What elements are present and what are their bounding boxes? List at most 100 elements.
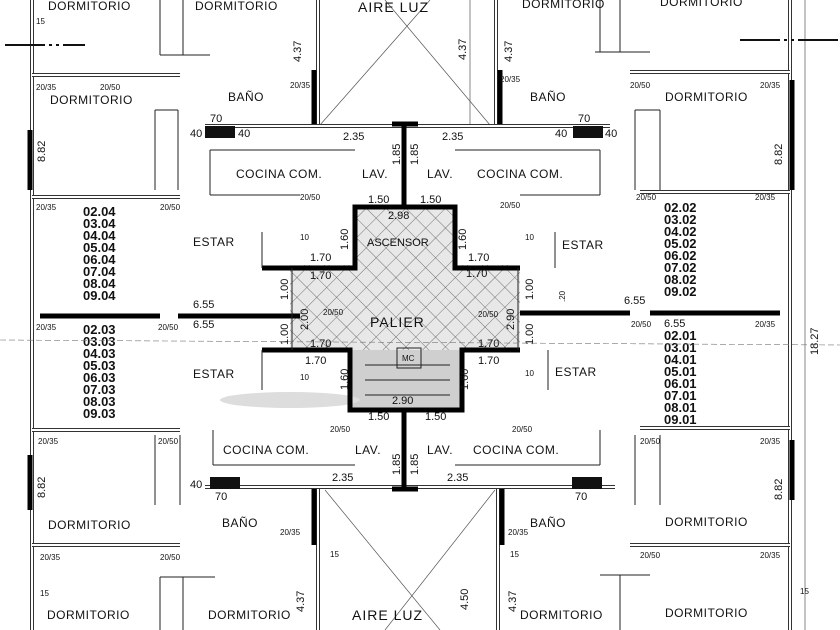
room-label: BAÑO	[228, 90, 264, 104]
dimension: 40	[555, 128, 567, 140]
unit-number: 05.02	[664, 236, 697, 251]
dimension: 6.55	[193, 299, 214, 311]
dimension: 10	[300, 233, 309, 242]
unit-number: 06.01	[664, 376, 697, 391]
dimension: 2.98	[388, 210, 409, 222]
room-label: DORMITORIO	[522, 0, 605, 11]
window-size: 20/50	[160, 203, 181, 212]
dimension: 2.35	[332, 472, 353, 484]
dimension: 15	[330, 550, 339, 559]
room-label: LAV.	[355, 443, 381, 457]
dimension: 1.85	[409, 454, 421, 475]
dimension: 1.50	[368, 411, 389, 423]
window-size: 20/50	[636, 193, 657, 202]
dimension: 4.37	[292, 41, 304, 62]
unit-number: 08.04	[83, 276, 116, 291]
window-size: 20/50	[512, 425, 533, 434]
room-label: DORMITORIO	[47, 608, 130, 622]
dimension: 1.85	[391, 454, 403, 475]
unit-number: 05.01	[664, 364, 697, 379]
room-label: ASCENSOR	[367, 237, 429, 249]
window-size: 20/50	[330, 425, 351, 434]
room-label: BAÑO	[530, 90, 566, 104]
dimension: 40	[190, 479, 202, 491]
interior-walls	[32, 0, 790, 630]
window-size: 20/35	[280, 528, 301, 537]
unit-number: 07.04	[83, 264, 116, 279]
outer-walls	[27, 0, 806, 630]
dimension: 1.70	[478, 355, 499, 367]
room-label: DORMITORIO	[48, 518, 131, 532]
dimension: 15	[40, 589, 49, 598]
window-size: 20/35	[36, 323, 57, 332]
dimension-labels: 4.37 4.37 4.37 4.37 4.50 4.37 8.82 8.82 …	[36, 17, 821, 612]
room-label: DORMITORIO	[50, 93, 133, 107]
dimension: 1.00	[524, 279, 536, 300]
core-walls	[261, 204, 556, 413]
room-label: DORMITORIO	[665, 606, 748, 620]
unit-number: 09.03	[83, 406, 116, 421]
window-size: 20/50	[160, 553, 181, 562]
dimension: 10	[525, 233, 534, 242]
unit-number: 09.01	[664, 412, 697, 427]
dimension: 10	[300, 373, 309, 382]
dimension: 10	[525, 369, 534, 378]
room-label: DORMITORIO	[660, 0, 743, 9]
dimension: 2.00	[299, 309, 311, 330]
window-size: 20/50	[158, 323, 179, 332]
dimension: 4.37	[503, 41, 515, 62]
room-label: BAÑO	[222, 516, 258, 530]
unit-number: 08.01	[664, 400, 697, 415]
unit-number: 06.02	[664, 248, 697, 263]
unit-list-03: 02.03 03.03 04.03 05.03 06.03 07.03 08.0…	[83, 322, 116, 421]
window-size: 20/35	[760, 81, 781, 90]
unit-number: 02.02	[664, 200, 697, 215]
window-size: 20/50	[158, 437, 179, 446]
dimension: 4.37	[295, 591, 307, 612]
dimension: 1.50	[425, 411, 446, 423]
room-label: LAV.	[427, 167, 453, 181]
dimension: 40	[190, 128, 202, 140]
dimension: 2.35	[442, 131, 463, 143]
unit-number: 08.03	[83, 394, 116, 409]
dimension: 40	[605, 128, 617, 140]
aire-luz-shafts	[311, 0, 505, 630]
room-label: ESTAR	[193, 235, 235, 249]
room-labels: DORMITORIO DORMITORIO AIRE LUZ DORMITORI…	[47, 0, 748, 623]
dimension: 1.70	[305, 355, 326, 367]
unit-number: 03.04	[83, 216, 116, 231]
dimension: .20	[558, 290, 567, 302]
dimension: 6.55	[193, 319, 214, 331]
unit-number: 02.01	[664, 328, 697, 343]
dimension: 1.70	[466, 268, 487, 280]
dimension: 1.60	[459, 369, 471, 390]
room-label: ESTAR	[562, 238, 604, 252]
unit-list-02: 02.02 03.02 04.02 05.02 06.02 07.02 08.0…	[664, 200, 697, 299]
window-size: 20/35	[755, 193, 776, 202]
dimension: 15	[800, 587, 809, 596]
room-label: LAV.	[362, 167, 388, 181]
window-size: 20/50	[640, 437, 661, 446]
unit-number: 06.03	[83, 370, 116, 385]
dimension: 1.00	[279, 324, 291, 345]
dimension: 2.35	[447, 472, 468, 484]
room-label: AIRE LUZ	[352, 607, 423, 623]
dimension: 15	[36, 17, 45, 26]
unit-number: 07.02	[664, 260, 697, 275]
unit-number: 04.01	[664, 352, 697, 367]
unit-number: 05.03	[83, 358, 116, 373]
room-label: PALIER	[370, 314, 425, 330]
unit-number: 03.01	[664, 340, 697, 355]
window-size: 20/35	[760, 437, 781, 446]
palier-hatch	[220, 207, 520, 410]
window-size: 20/35	[755, 320, 776, 329]
window-size: 20/50	[300, 193, 321, 202]
room-label: DORMITORIO	[195, 0, 278, 13]
room-label: DORMITORIO	[520, 608, 603, 622]
room-label: DORMITORIO	[665, 515, 748, 529]
room-label: BAÑO	[530, 516, 566, 530]
window-size: 20/35	[36, 203, 57, 212]
unit-number: 03.02	[664, 212, 697, 227]
dimension: 1.70	[310, 252, 331, 264]
